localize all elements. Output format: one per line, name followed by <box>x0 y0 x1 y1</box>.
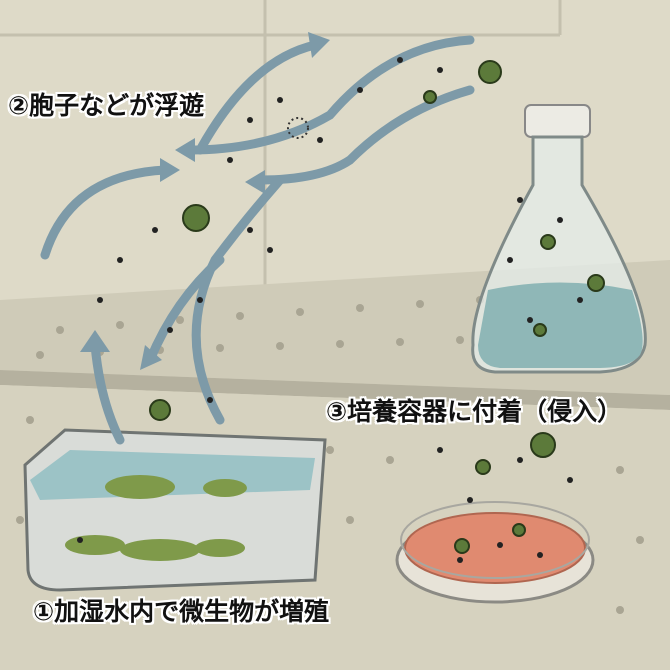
floating-spores <box>77 57 583 563</box>
shelf-edge <box>0 370 670 410</box>
arrowheads <box>80 32 330 370</box>
spore-burst-icon <box>287 117 309 139</box>
airflow-arrows <box>40 35 475 445</box>
culture-flask <box>471 104 647 374</box>
label-step1-microbe-growth: ①加湿水内で微生物が増殖 <box>33 597 330 626</box>
petri-dish <box>395 501 595 604</box>
microbes <box>149 60 605 554</box>
label-step3-attach-to-culture: ③培養容器に付着（侵入） <box>326 397 623 426</box>
label-step2-spores-floating: ②胞子などが浮遊 <box>8 91 205 120</box>
humidifier-water-tray <box>23 428 327 592</box>
